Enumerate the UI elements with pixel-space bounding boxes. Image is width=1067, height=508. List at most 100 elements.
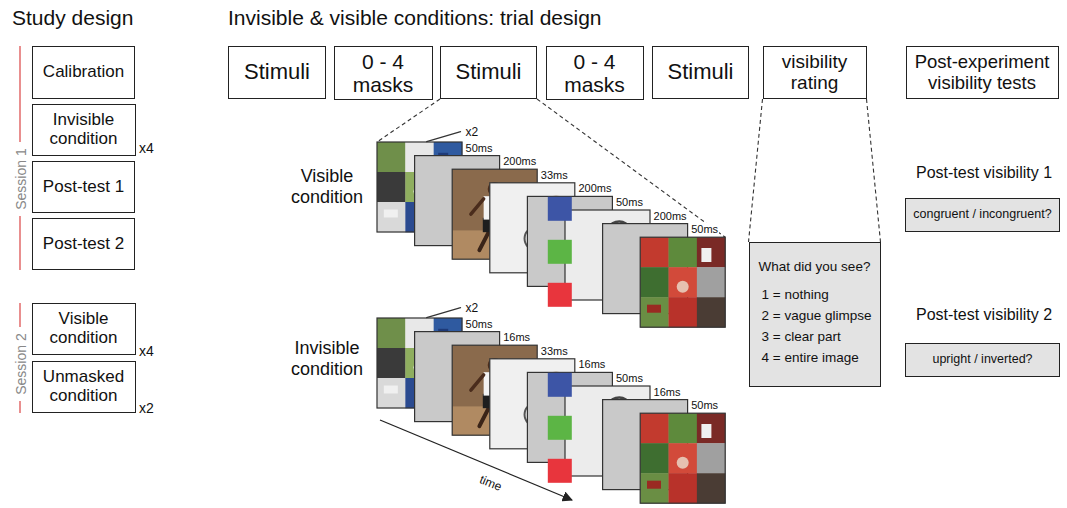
- scrambled-tile: [697, 413, 726, 443]
- rating-option: 3 = clear part: [762, 330, 841, 345]
- duration-label: 200ms: [653, 210, 688, 223]
- stimulus-frame: [640, 237, 725, 327]
- duration-label: 16ms: [653, 386, 682, 399]
- box-label: Post-test 1: [43, 178, 124, 197]
- scrambled-tile: [377, 142, 406, 172]
- box-label: Stimuli: [244, 60, 310, 84]
- box-label: 0 - 4 masks: [553, 50, 637, 96]
- duration-label: 200ms: [577, 182, 612, 195]
- scrambled-tile: [697, 443, 726, 473]
- duration-label: 50ms: [615, 196, 644, 209]
- trial-step-box: visibility rating: [763, 46, 867, 99]
- scrambled-tile: [669, 413, 698, 443]
- box-label: Post-test 2: [43, 235, 124, 254]
- condition-label: Invisible condition: [280, 338, 374, 379]
- tile-detail: [677, 281, 689, 293]
- rating-scale-box: What did you see? 1 = nothing 2 = vague gl…: [749, 242, 881, 387]
- athlete-arm: [471, 375, 484, 390]
- rating-question: What did you see?: [759, 260, 871, 275]
- box-label: Invisible condition: [39, 111, 129, 148]
- trial-step-box: 0 - 4 masks: [334, 46, 433, 100]
- zoom-connector: [749, 99, 763, 242]
- box-label: Unmasked condition: [39, 368, 129, 405]
- box-label: Stimuli: [455, 60, 521, 84]
- phase-box: Invisible condition: [32, 104, 136, 156]
- scrambled-tile: [669, 237, 698, 267]
- scrambled-tile: [640, 267, 669, 297]
- tile-detail: [384, 386, 398, 394]
- repeat-count: x4: [139, 140, 154, 156]
- zoom-connector: [867, 99, 881, 242]
- color-square: [548, 459, 572, 483]
- section-heading: Invisible & visible conditions: trial de…: [228, 6, 602, 30]
- duration-label: 50ms: [465, 142, 494, 155]
- rating-option: 4 = entire image: [762, 351, 859, 366]
- scrambled-tile: [377, 378, 406, 408]
- scrambled-tile: [697, 473, 726, 503]
- box-label: visibility rating: [770, 52, 860, 94]
- box-label: Calibration: [43, 63, 124, 82]
- tile-detail: [647, 481, 661, 489]
- duration-label: 50ms: [615, 372, 644, 385]
- duration-label: 50ms: [465, 318, 494, 331]
- scrambled-tile: [640, 297, 669, 327]
- trial-step-box: 0 - 4 masks: [546, 46, 644, 100]
- scrambled-tile: [377, 172, 406, 202]
- repeat-count: x2: [465, 126, 480, 140]
- phase-box: Post-test 1: [32, 161, 135, 213]
- time-arrow: [380, 420, 572, 500]
- box-label: 0 - 4 masks: [341, 50, 426, 96]
- scrambled-tile: [377, 318, 406, 348]
- scrambled-tile: [669, 473, 698, 503]
- session-bracket: [19, 401, 21, 413]
- session-bracket: [19, 216, 21, 270]
- phase-box: Post-test 2: [32, 218, 135, 270]
- athlete-arm: [471, 199, 484, 214]
- tile-detail: [677, 457, 689, 469]
- scrambled-tile: [669, 297, 698, 327]
- question-box: congruent / incongruent?: [905, 198, 1060, 232]
- stimulus-frame: [640, 413, 725, 503]
- trial-step-box: Stimuli: [652, 46, 749, 99]
- trial-step-box: Stimuli: [228, 46, 326, 99]
- section-heading: Study design: [12, 6, 133, 30]
- question-box: upright / inverted?: [905, 343, 1060, 377]
- box-label: Post-experiment visibility tests: [913, 52, 1052, 93]
- session-label: Session 2: [12, 333, 28, 394]
- duration-label: 50ms: [690, 399, 719, 412]
- repeat-stroke: [427, 308, 461, 318]
- post-test-box: Post-experiment visibility tests: [906, 46, 1059, 99]
- scrambled-tile: [640, 473, 669, 503]
- duration-label: 50ms: [690, 223, 719, 236]
- rating-option: 2 = vague glimpse: [762, 309, 872, 324]
- session-bracket: [19, 303, 21, 327]
- repeat-stroke: [427, 132, 461, 142]
- duration-label: 16ms: [502, 331, 531, 344]
- tile-detail: [647, 305, 661, 313]
- trial-step-box: Stimuli: [440, 46, 537, 99]
- zoom-line: [377, 99, 440, 142]
- tile-detail: [384, 210, 398, 218]
- color-square: [548, 240, 572, 264]
- repeat-count: x2: [465, 302, 480, 316]
- phase-box: Unmasked condition: [32, 361, 136, 413]
- frame-border: [640, 413, 725, 503]
- tile-detail: [701, 424, 711, 438]
- rating-option: 1 = nothing: [762, 288, 829, 303]
- test-heading: Post-test visibility 1: [916, 164, 1052, 182]
- duration-label: 200ms: [502, 155, 537, 168]
- scrambled-tile: [377, 348, 406, 378]
- duration-label: 33ms: [540, 345, 569, 358]
- duration-label: 16ms: [577, 358, 606, 371]
- time-axis-label: time: [477, 473, 503, 494]
- box-label: congruent / incongruent?: [913, 208, 1051, 222]
- scrambled-tile: [640, 237, 669, 267]
- session-bracket: [19, 46, 21, 142]
- color-square: [548, 197, 572, 221]
- color-square: [548, 283, 572, 307]
- scrambled-tile: [669, 443, 698, 473]
- repeat-count: x2: [139, 400, 154, 416]
- box-label: upright / inverted?: [932, 353, 1032, 367]
- session-label: Session 1: [12, 148, 28, 209]
